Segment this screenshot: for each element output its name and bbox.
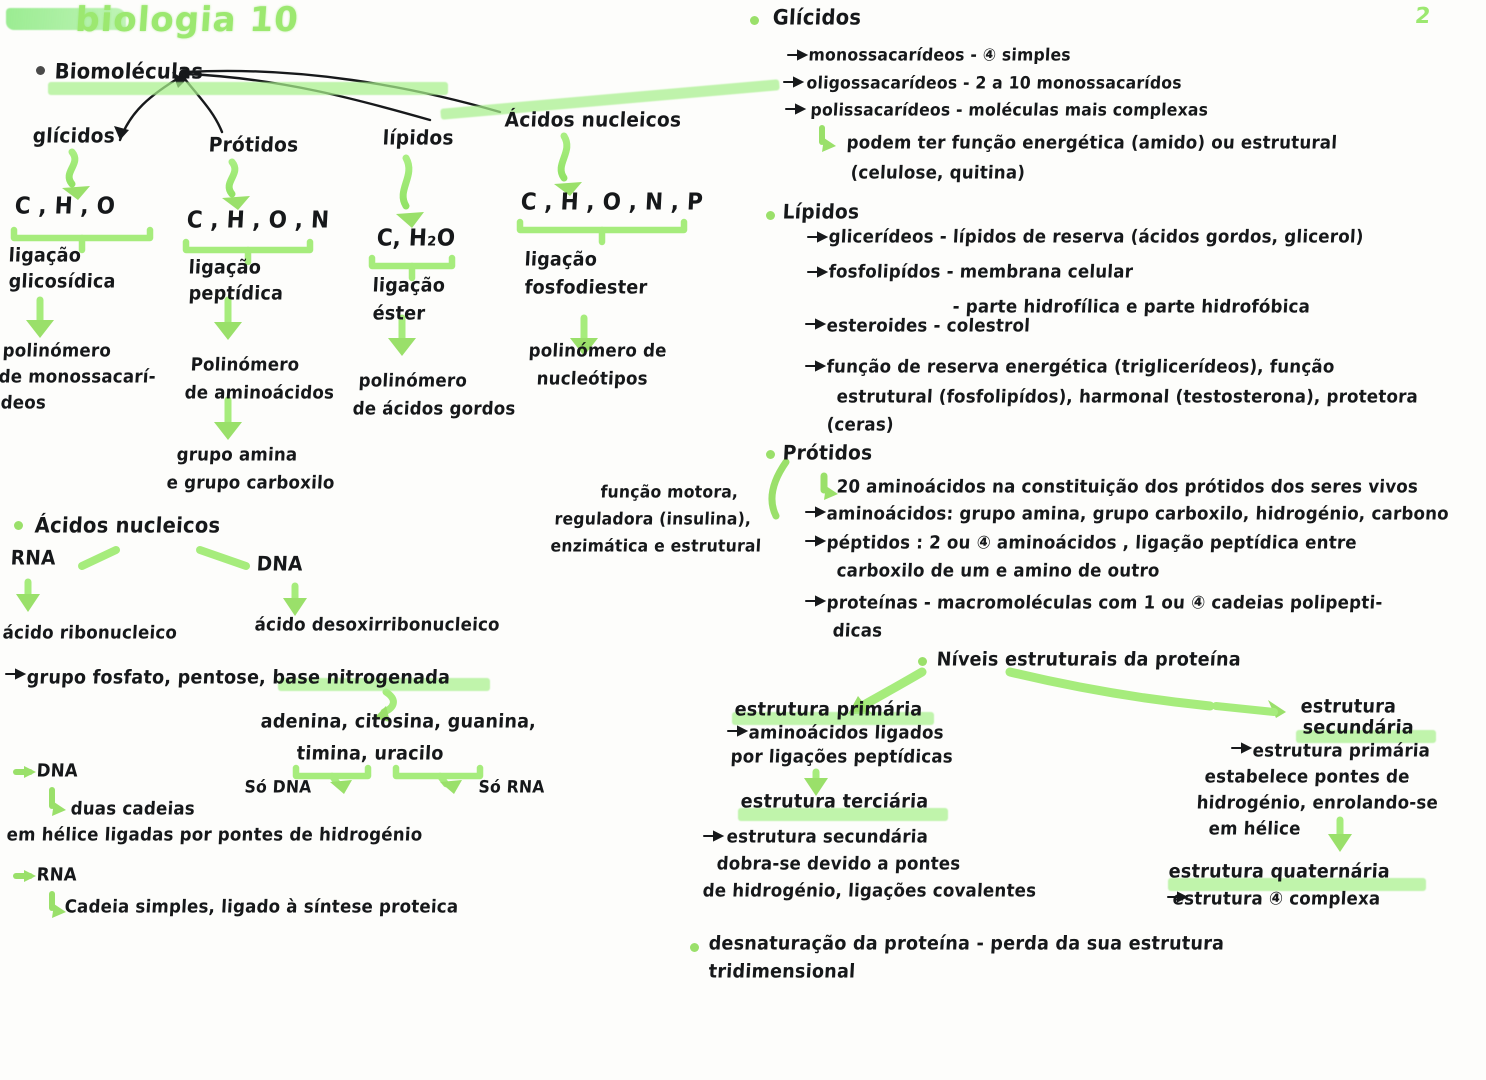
estrutura-terciaria-line3: de hidrogénio, ligações covalentes (702, 880, 1037, 902)
elements-glicidos: C , H , O (14, 193, 116, 220)
estrutura-secundaria-line4: em hélice (1208, 818, 1302, 840)
bases-line1: adenina, citosina, guanina, (260, 710, 537, 733)
product-acidos-line2: nucleótipos (536, 368, 649, 390)
page-title: biologia 10 (74, 0, 301, 40)
elements-protidos: C , H , O , N (186, 207, 330, 234)
protidos-proteinas-line1: proteínas - macromoléculas com 1 ou ④ ca… (826, 592, 1384, 614)
heading-acidos-nucleicos: Ácidos nucleicos (34, 512, 222, 538)
glicidos-item-0: monossacarídeos - ④ simples (808, 44, 1072, 65)
estrutura-terciaria-title: estrutura terciária (740, 790, 930, 813)
node-biomoleculas: Biomoléculas (54, 58, 204, 84)
elements-acidos: C , H , O , N , P (520, 189, 704, 216)
product-lipidos-line1: polinómero (358, 370, 468, 392)
nucleotide-components: grupo fosfato, pentose, base nitrogenada (26, 666, 451, 689)
product-acidos-line1: polinómero de (528, 340, 668, 362)
estrutura-primaria-line1: aminoácidos ligados (748, 722, 945, 744)
heading-niveis-estruturais: Níveis estruturais da proteína (936, 648, 1242, 671)
highlight-estrutura-quaternaria (1168, 878, 1426, 891)
label-rna: RNA (10, 546, 57, 570)
protidos-funcao-note-line1: função motora, (600, 481, 739, 502)
estrutura-primaria-title: estrutura primária (734, 698, 923, 721)
page-number: 2 (1413, 4, 1432, 29)
bases-line2: timina, uracilo (296, 742, 445, 765)
estrutura-secundaria-line2: estabelece pontes de (1204, 766, 1411, 788)
rna-bullet-label: RNA (36, 864, 78, 886)
estrutura-terciaria-line1: estrutura secundária (726, 826, 929, 848)
product-glicidos-line2: de monossacarí- (0, 366, 157, 388)
desnaturacao-line2: tridimensional (708, 960, 856, 983)
product-protidos-line2: de aminoácidos (184, 382, 335, 404)
bullet-desnaturacao (690, 943, 699, 952)
product-glicidos-line3: deos (0, 392, 47, 414)
node-glicidos: glícidos (32, 124, 116, 148)
highlight-estrutura-primaria (732, 712, 934, 725)
node-acidos-nucleicos: Ácidos nucleicos (504, 108, 682, 132)
bond-lipidos-line1: ligação (372, 274, 446, 297)
dna-bullet-label: DNA (36, 760, 79, 782)
node-protidos: Prótidos (208, 133, 300, 157)
protidos-peptidos-line1: péptidos : 2 ou ④ aminoácidos , ligação … (826, 532, 1358, 554)
bond-glicidos-line2: glicosídica (8, 270, 117, 293)
dna-desc-line1: duas cadeias (70, 798, 196, 820)
protidos-peptidos-line2: carboxilo de um e amino de outro (836, 560, 1161, 582)
glicidos-item-1: oligossacarídeos - 2 a 10 monossacarídos (806, 72, 1183, 93)
estrutura-terciaria-line2: dobra-se devido a pontes (716, 853, 962, 875)
lipidos-item-2: esteroides - colestrol (826, 315, 1031, 337)
protidos-item-0: aminoácidos: grupo amina, grupo carboxil… (826, 503, 1450, 525)
glicidos-sub-line2: (celulose, quitina) (850, 162, 1026, 184)
estrutura-primaria-line2: por ligações peptídicas (730, 746, 954, 768)
bullet-lipidos (766, 211, 775, 220)
estrutura-secundaria-line3: hidrogénio, enrolando-se (1196, 792, 1439, 814)
label-so-rna: Só RNA (478, 776, 546, 797)
protidos-first-line: 20 aminoácidos na constituição dos próti… (836, 476, 1419, 498)
bond-glicidos-line1: ligação (8, 244, 82, 267)
bullet-biomoleculas (36, 66, 45, 75)
lipidos-item-1: fosfolipídos - membrana celular (828, 261, 1134, 283)
heading-lipidos: Lípidos (782, 200, 860, 224)
protidos-funcao-note-line3: enzimática e estrutural (550, 535, 762, 556)
product-protidos-line1: Polinómero (190, 354, 300, 376)
lipidos-funcao-line2: estrutural (fosfolipídos), harmonal (tes… (836, 386, 1419, 408)
dna-fullname: ácido desoxirribonucleico (254, 614, 501, 636)
bullet-protidos (766, 450, 775, 459)
highlight-biomoleculas (48, 82, 448, 95)
rna-desc-line1: Cadeia simples, ligado à síntese proteic… (64, 896, 459, 918)
lipidos-funcao-line3: (ceras) (826, 414, 895, 436)
bullet-acidos-nucleicos (14, 521, 23, 530)
bond-acidos-line2: fosfodiester (524, 276, 648, 299)
estrutura-quaternaria-line1: estrutura ④ complexa (1172, 888, 1381, 910)
bond-protidos-line1: ligação (188, 256, 262, 279)
product-glicidos-line1: polinómero (2, 340, 112, 362)
bond-lipidos-line2: éster (372, 302, 426, 325)
glicidos-item-2: polissacarídeos - moléculas mais complex… (810, 99, 1209, 120)
highlight-base-nitrogenada (278, 678, 490, 691)
label-so-dna: Só DNA (244, 776, 313, 797)
bullet-niveis-estruturais (918, 657, 927, 666)
protidos-funcao-note-line2: reguladora (insulina), (554, 508, 752, 529)
estrutura-quaternaria-title: estrutura quaternária (1168, 860, 1391, 883)
bullet-glicidos (750, 16, 759, 25)
highlight-estrutura-secundaria (1296, 730, 1436, 743)
product-lipidos-line2: de ácidos gordos (352, 398, 517, 420)
label-dna: DNA (256, 552, 304, 576)
lipidos-funcao-line1: função de reserva energética (triglicerí… (826, 356, 1336, 378)
bond-protidos-line2: peptídica (188, 282, 284, 305)
bond-acidos-line1: ligação (524, 248, 598, 271)
highlight-estrutura-terciaria (738, 808, 948, 821)
glicidos-sub-line1: podem ter função energética (amido) ou e… (846, 132, 1338, 154)
protidos-proteinas-line2: dicas (832, 620, 883, 642)
estrutura-secundaria-line1: estrutura primária (1252, 740, 1431, 762)
estrutura-secundaria-title-line2: secundária (1302, 716, 1415, 739)
grupo-amina-line1: grupo amina (176, 444, 298, 466)
heading-protidos: Prótidos (782, 441, 874, 465)
desnaturacao-line1: desnaturação da proteína - perda da sua … (708, 932, 1225, 955)
rna-fullname: ácido ribonucleico (2, 622, 178, 644)
heading-glicidos: Glícidos (772, 4, 862, 30)
title-highlight-swash (6, 8, 126, 30)
grupo-amina-line2: e grupo carboxilo (166, 472, 336, 494)
dna-desc-line2: em hélice ligadas por pontes de hidrogén… (6, 824, 423, 846)
elements-lipidos: C, H₂O (376, 225, 456, 252)
node-lipidos: lípidos (382, 126, 455, 150)
lipidos-item-0: glicerídeos - lípidos de reserva (ácidos… (828, 226, 1365, 248)
